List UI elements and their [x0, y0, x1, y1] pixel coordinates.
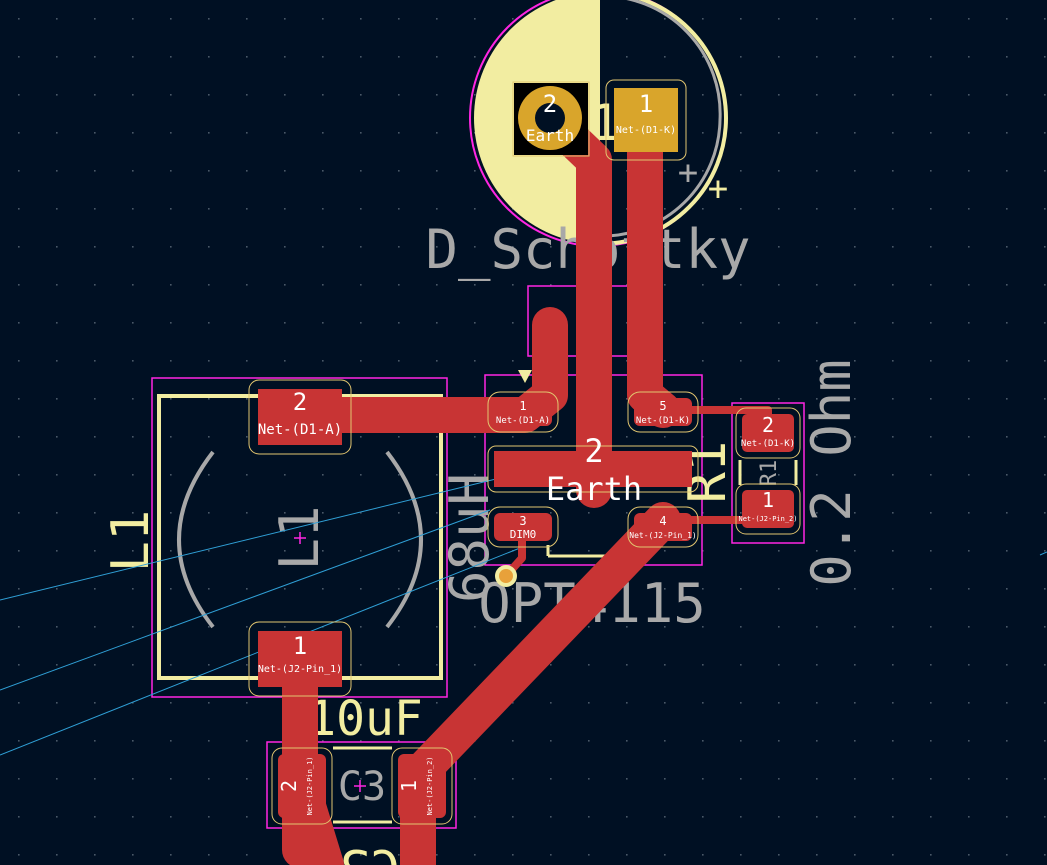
- u1-pad-5-net: Net-(D1-K): [636, 416, 690, 426]
- r1-courtyard: [731, 402, 805, 544]
- d1-pad-2-outline: [512, 81, 590, 157]
- ratsnest-line: [0, 509, 491, 691]
- u1-pad-3-number: 3: [519, 514, 526, 528]
- u1-pad-5-number: 5: [659, 399, 666, 413]
- u1-pad-3-outline: [487, 506, 559, 548]
- anchor-markers: [294, 532, 366, 792]
- d1-pad-2-number: 2: [543, 90, 557, 118]
- u1-pad-2-number: 2: [584, 432, 603, 470]
- l1-fab-arc-left: [177, 450, 215, 629]
- u1-pad-1-outline: [487, 391, 559, 433]
- d1-pad-1[interactable]: [614, 88, 678, 152]
- ratsnest-line: [1039, 551, 1047, 556]
- l1-pad-1-net: Net-(J2-Pin_1): [258, 664, 342, 675]
- c3-pad-2-number: 2: [277, 780, 301, 792]
- d1-pad-2-hole: [535, 103, 565, 133]
- r1-footprint[interactable]: [731, 402, 805, 544]
- l1-ref: L1: [101, 510, 161, 573]
- l1-pad-2[interactable]: [258, 389, 342, 445]
- ratsnest-line: [0, 477, 501, 601]
- c3-pad-1[interactable]: [398, 754, 446, 818]
- c3-ref: C3: [340, 838, 400, 865]
- c3-pad-1-number: 1: [397, 780, 421, 792]
- d1-fab-plus: +: [678, 153, 698, 193]
- r1-pad-1-outline: [735, 483, 801, 535]
- u1-pad-3-net: DIM0: [510, 528, 537, 541]
- l1-pad-1-number: 1: [293, 632, 307, 660]
- c3-value: 10uF: [307, 691, 423, 747]
- u1-pad-2-outline: [487, 445, 699, 493]
- r1-pad-2-net: Net-(D1-K): [741, 439, 795, 449]
- l1-pads: 2 Net-(D1-A) 1 Net-(J2-Pin_1): [248, 379, 352, 697]
- u1-pad-1[interactable]: [494, 398, 552, 426]
- d1-silk-plus: +: [708, 169, 728, 209]
- d1-pad-1-net: Net-(D1-K): [616, 125, 676, 136]
- u1-pad-4-net: Net-(J2-Pin_1): [629, 531, 696, 540]
- u1-pad-2[interactable]: [494, 451, 692, 487]
- l1-pad-2-net: Net-(D1-A): [258, 422, 342, 438]
- r1-value: 0.2 Ohm: [800, 359, 863, 587]
- r1-pad-1-number: 1: [762, 488, 774, 512]
- l1-value: 68uH: [438, 473, 501, 603]
- trace-d1-k: [627, 100, 681, 428]
- c3-pad-2-outline: [271, 747, 333, 825]
- c3-pad-1-outline: [391, 747, 453, 825]
- u1-pad-5-outline: [627, 391, 699, 433]
- c3-pad-1-net: Net-(J2-Pin_2): [426, 756, 434, 815]
- d1-pad-1-number: 1: [639, 90, 653, 118]
- u1-pad-5[interactable]: [634, 398, 692, 426]
- u1-pad-1-number: 1: [519, 399, 526, 413]
- c3-pad-2-net: Net-(J2-Pin_1): [306, 756, 314, 815]
- c3-pads: 2 Net-(J2-Pin_1) 1 Net-(J2-Pin_2): [271, 747, 453, 825]
- c3-courtyard: [266, 741, 457, 829]
- u1-pad-4-outline: [627, 506, 699, 548]
- u1-pad-2-net: Earth: [546, 470, 642, 508]
- u1-pad-3[interactable]: [494, 513, 552, 541]
- r1-fab-ref: R1: [757, 460, 782, 487]
- r1-pad-1-net: Net-(J2-Pin_2): [738, 515, 797, 523]
- via[interactable]: [495, 565, 517, 587]
- c3-pad-2[interactable]: [278, 754, 326, 818]
- silk-texts: D1 L1 R1 10uF C3: [101, 94, 738, 865]
- r1-pad-2-outline: [735, 407, 801, 459]
- u1-pad-4-number: 4: [659, 514, 666, 528]
- l1-pad-2-outline: [248, 379, 352, 455]
- c3-fab-ref: C3: [338, 764, 386, 810]
- l1-pad-2-number: 2: [293, 388, 307, 416]
- u1-pin1-marker: [518, 370, 532, 383]
- r1-pads: 2 Net-(D1-K) 1 Net-(J2-Pin_2): [735, 407, 801, 535]
- l1-pad-1[interactable]: [258, 631, 342, 687]
- r1-pad-2[interactable]: [742, 414, 794, 452]
- u1-pad-1-net: Net-(D1-A): [496, 416, 550, 426]
- l1-pad-1-outline: [248, 621, 352, 697]
- l1-fab-arc-right: [385, 450, 423, 629]
- d1-pad-2-net: Earth: [526, 126, 574, 145]
- u1-pad-4[interactable]: [634, 513, 692, 541]
- c3-footprint[interactable]: [266, 741, 457, 829]
- r1-pad-1[interactable]: [742, 490, 794, 528]
- d1-pad-1-outline: [605, 79, 687, 161]
- d1-pads: 2 Earth 1 Net-(D1-K): [512, 79, 687, 161]
- r1-pad-2-number: 2: [762, 413, 774, 437]
- via-pad: [499, 569, 513, 583]
- u1-pads: 1 Net-(D1-A) 5 Net-(D1-K) 2 Earth 3 DIM0…: [487, 391, 699, 548]
